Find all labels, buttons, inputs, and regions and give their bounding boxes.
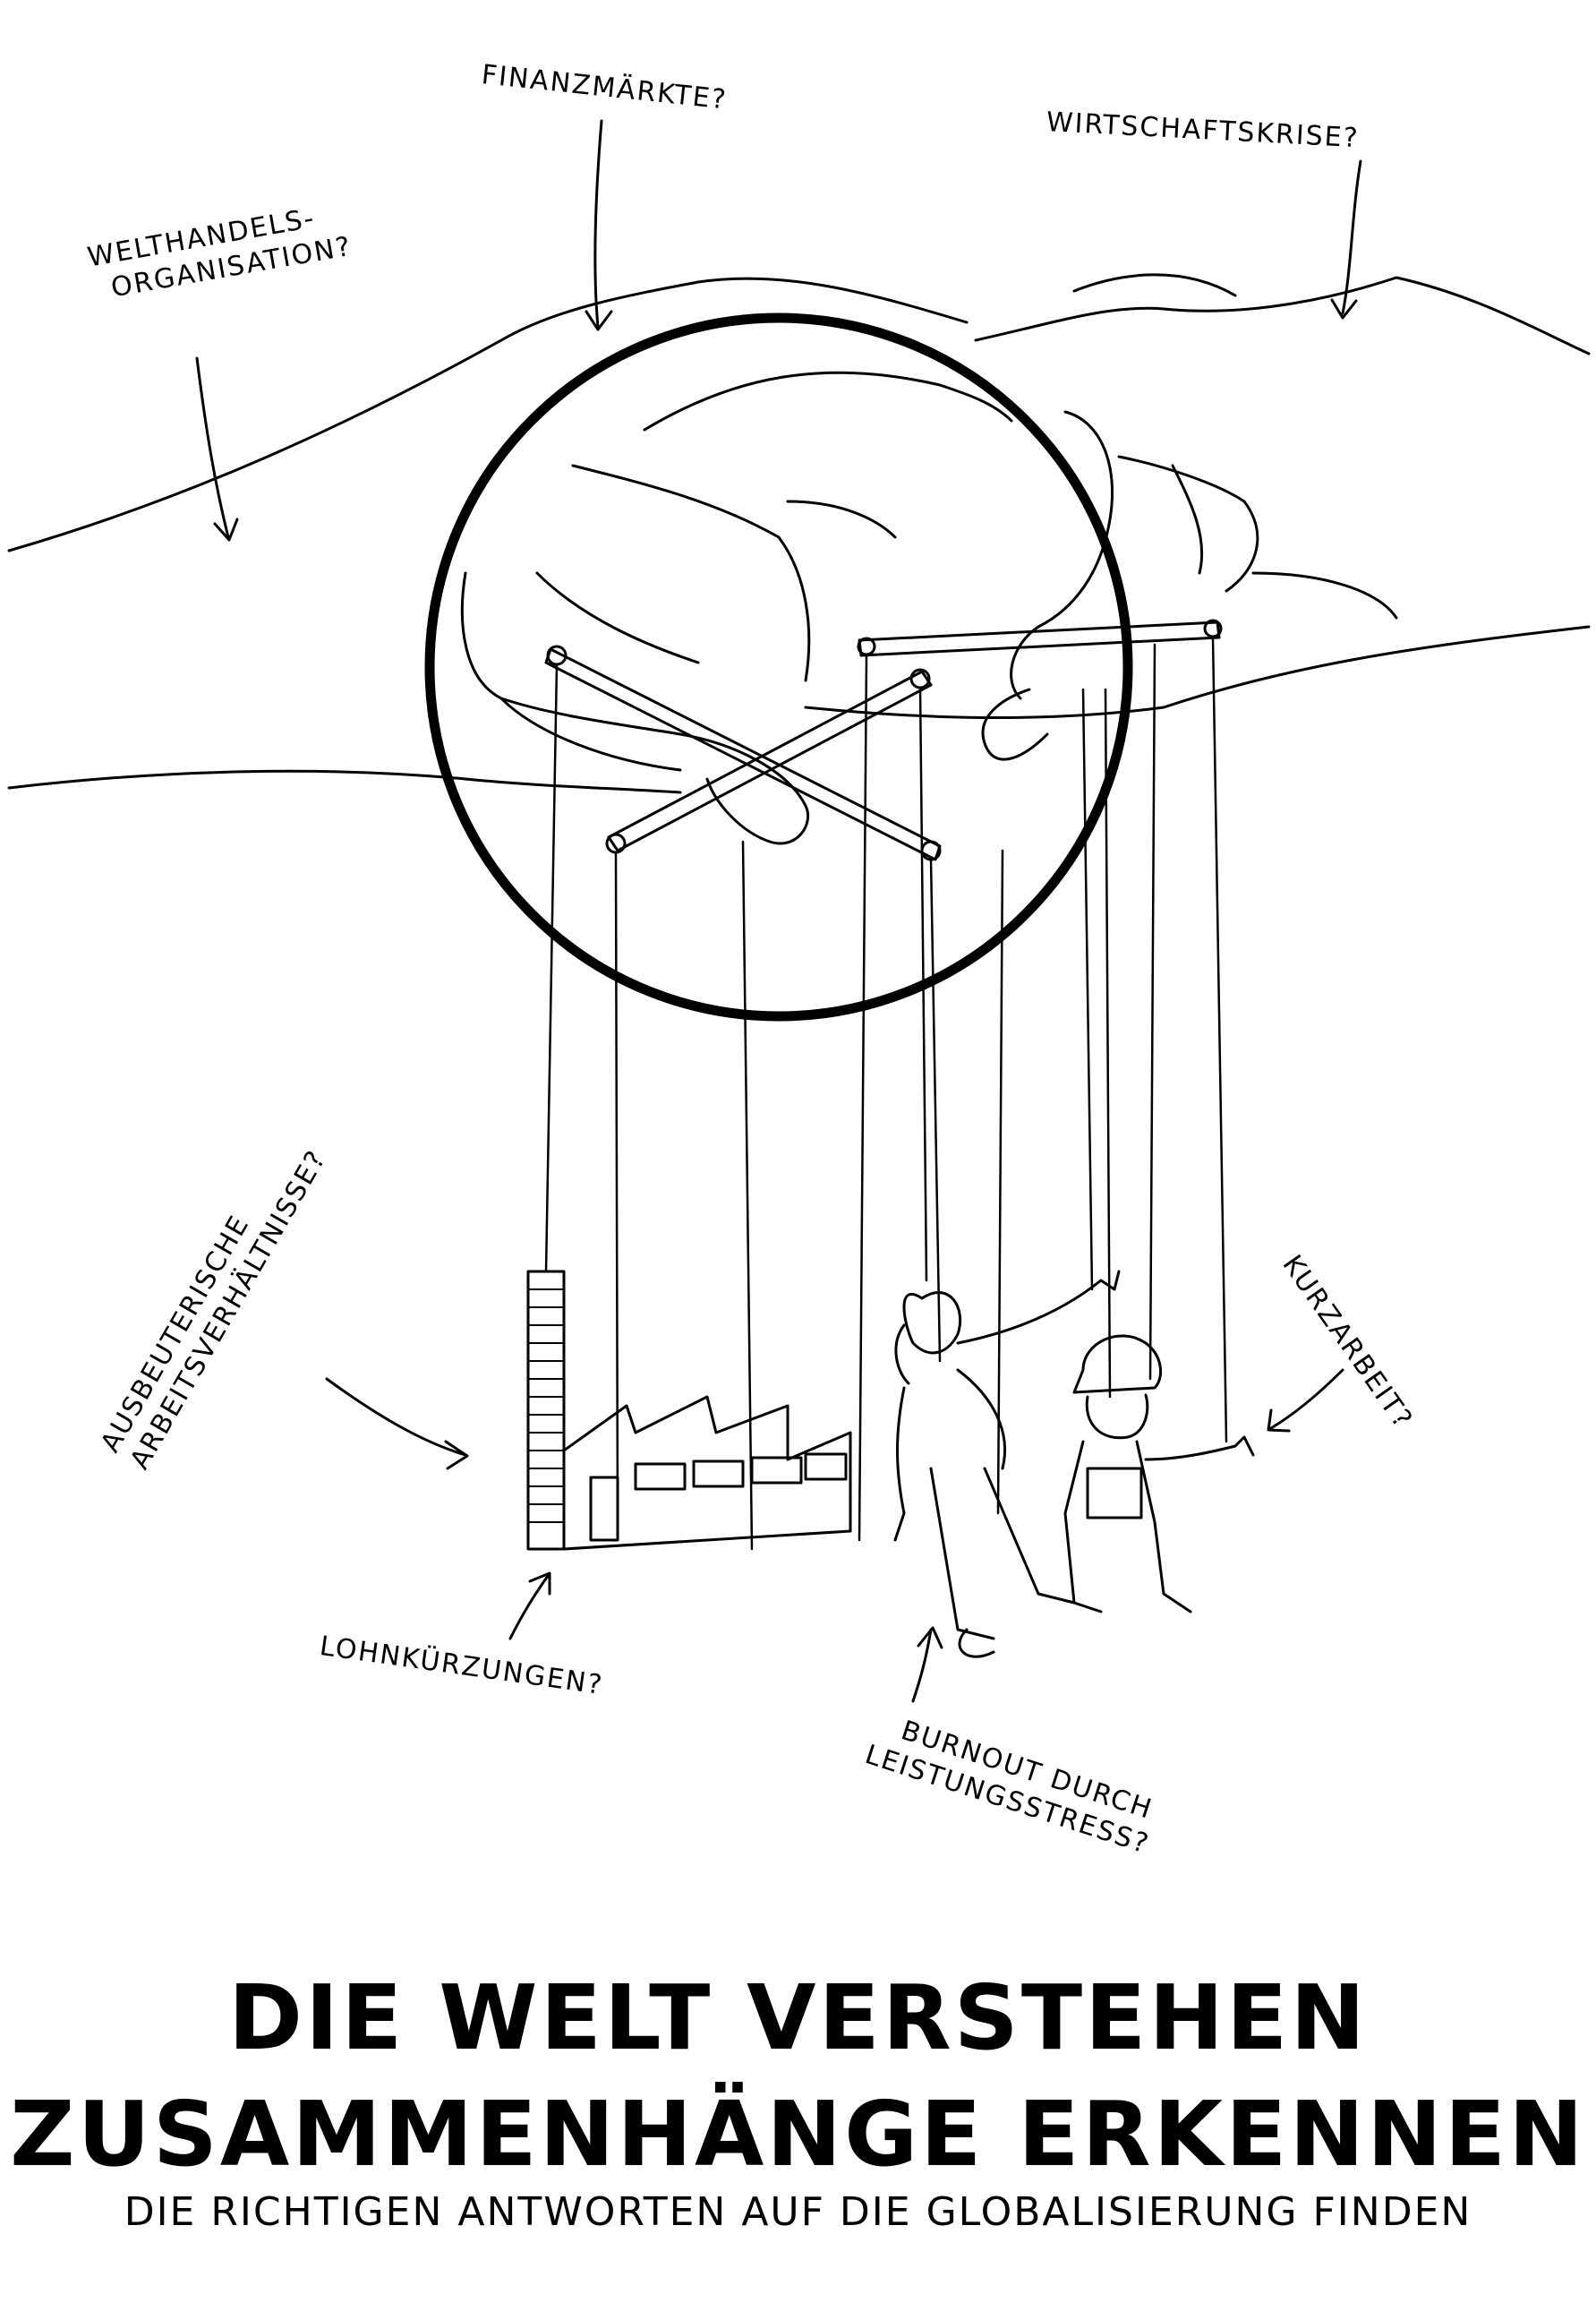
annotation-arrows (195, 119, 1362, 1703)
woman-puppet (893, 1270, 1121, 1658)
left-hand (460, 464, 897, 845)
headline-subline: DIE RICHTIGEN ANTWORTEN AUF DIE GLOBALIS… (124, 2189, 1472, 2235)
worker-puppet (1063, 1334, 1255, 1613)
chimney (526, 1270, 566, 1551)
headline-line1: DIE WELT VERSTEHEN (227, 1965, 1369, 2070)
puppet-strings (544, 636, 1228, 1551)
control-bars (544, 619, 1223, 861)
headline-line2: ZUSAMMENHÄNGE ERKENNEN (10, 2082, 1586, 2187)
right-hand (981, 410, 1398, 761)
focus-circle (424, 312, 1133, 1022)
factory (526, 1270, 852, 1551)
arm-outlines (7, 273, 1591, 794)
